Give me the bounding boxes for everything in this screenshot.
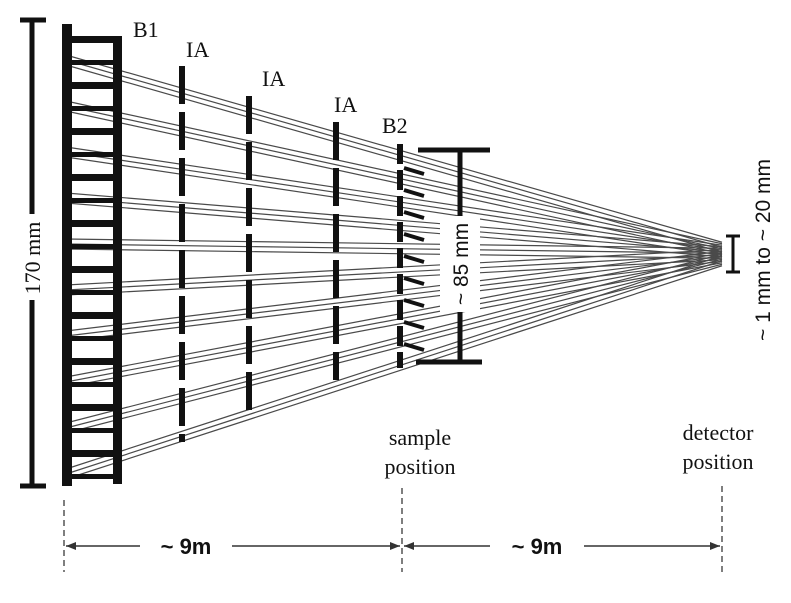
b2-slot-stub xyxy=(403,210,425,220)
beam-ray xyxy=(65,249,723,286)
beam-ray xyxy=(65,54,723,243)
beam-ray xyxy=(65,59,723,248)
b1-slot-tooth xyxy=(62,428,122,433)
b1-slot-tooth xyxy=(62,152,122,157)
beam-ray xyxy=(65,258,723,429)
b2-slot-stub xyxy=(403,232,425,242)
b2-aperture-array xyxy=(397,144,425,368)
dim-85mm: ~ 85 mm xyxy=(416,147,490,365)
b1-slot-tooth xyxy=(62,128,122,135)
b1-slot-tooth xyxy=(62,198,122,203)
beam-ray xyxy=(65,156,723,256)
beam-ray xyxy=(65,259,723,296)
b1-slot-tooth xyxy=(62,244,122,249)
beam-ray xyxy=(65,151,723,251)
beam-ray xyxy=(65,146,723,246)
b2-slot-stub xyxy=(403,276,425,286)
beam-ray xyxy=(65,263,723,434)
beam-ray xyxy=(65,257,723,383)
scale-arrow-left xyxy=(66,542,76,550)
distance-scale: ~ 9m ~ 9m xyxy=(63,486,723,572)
b1-slot-tooth xyxy=(62,336,122,341)
label-ia-1: IA xyxy=(186,37,209,62)
b1-slot-tooth xyxy=(62,106,122,111)
beam-ray xyxy=(65,238,723,249)
label-ia-2: IA xyxy=(262,66,285,91)
b1-slot-tooth xyxy=(62,60,122,65)
b1-slot-tooth xyxy=(62,382,122,387)
dim-focus-label: ~ 1 mm to ~ 20 mm xyxy=(752,159,775,341)
dim-85-label: ~ 85 mm xyxy=(450,223,473,305)
beam-ray xyxy=(65,255,723,337)
beam-ray xyxy=(65,243,723,254)
b1-aperture-array xyxy=(62,24,122,486)
label-b1: B1 xyxy=(133,17,159,42)
neutron-beams xyxy=(65,54,723,480)
label-b2: B2 xyxy=(382,113,408,138)
sample-label-line2: position xyxy=(385,454,456,479)
b1-slot-teeth xyxy=(62,36,122,479)
b1-slot-tooth xyxy=(62,36,122,43)
sample-label-line1: sample xyxy=(389,425,451,450)
label-ia-3: IA xyxy=(334,92,357,117)
dim-170-label: 170 mm xyxy=(20,222,45,295)
b1-slot-tooth xyxy=(62,404,122,411)
b2-slot-stub xyxy=(403,320,425,330)
b2-slot-stub xyxy=(403,342,425,352)
b1-slot-tooth xyxy=(62,220,122,227)
scale-arrow-mid-left xyxy=(390,542,400,550)
detector-label-line1: detector xyxy=(683,420,755,445)
b1-slot-tooth xyxy=(62,450,122,457)
beam-ray xyxy=(65,253,723,424)
b1-slot-tooth xyxy=(62,266,122,273)
b1-slot-tooth xyxy=(62,174,122,181)
detector-label-line2: position xyxy=(683,449,754,474)
beam-ray xyxy=(65,254,723,291)
beam-ray xyxy=(65,197,723,253)
beam-ray xyxy=(65,252,723,378)
beam-ray xyxy=(65,260,723,475)
b1-slot-tooth xyxy=(62,290,122,295)
distance-left-label: ~ 9m xyxy=(161,534,212,559)
beam-ray xyxy=(65,260,723,342)
scale-arrow-mid-right xyxy=(404,542,414,550)
beam-ray xyxy=(65,248,723,259)
beam-ray xyxy=(65,255,723,470)
beam-ray xyxy=(65,250,723,332)
dim-170mm: 170 mm xyxy=(14,17,50,489)
beam-ray xyxy=(65,192,723,248)
dim-170-label-bg xyxy=(14,214,50,300)
beam-ray xyxy=(65,64,723,253)
beam-ray xyxy=(65,100,723,245)
b1-slot-tooth xyxy=(62,358,122,365)
scale-arrow-right xyxy=(710,542,720,550)
b1-right-rail xyxy=(113,38,122,484)
beam-ray xyxy=(65,265,723,480)
b2-slot-stub xyxy=(403,254,425,264)
b1-left-rail xyxy=(62,24,72,486)
b2-slot-stub xyxy=(403,188,425,198)
distance-right-label: ~ 9m xyxy=(512,534,563,559)
beam-ray xyxy=(65,262,723,388)
b1-slot-tooth xyxy=(62,82,122,89)
beam-ray xyxy=(65,110,723,255)
b2-slot-stub xyxy=(403,166,425,176)
b1-slot-tooth xyxy=(62,312,122,319)
intermediate-apertures xyxy=(179,66,339,442)
beam-ray xyxy=(65,105,723,250)
dim-focus: ~ 1 mm to ~ 20 mm xyxy=(726,159,775,341)
beam-ray xyxy=(65,202,723,258)
b1-slot-tooth xyxy=(62,474,122,479)
b2-slot-stub xyxy=(403,298,425,308)
dim-85-label-bg xyxy=(440,216,480,312)
